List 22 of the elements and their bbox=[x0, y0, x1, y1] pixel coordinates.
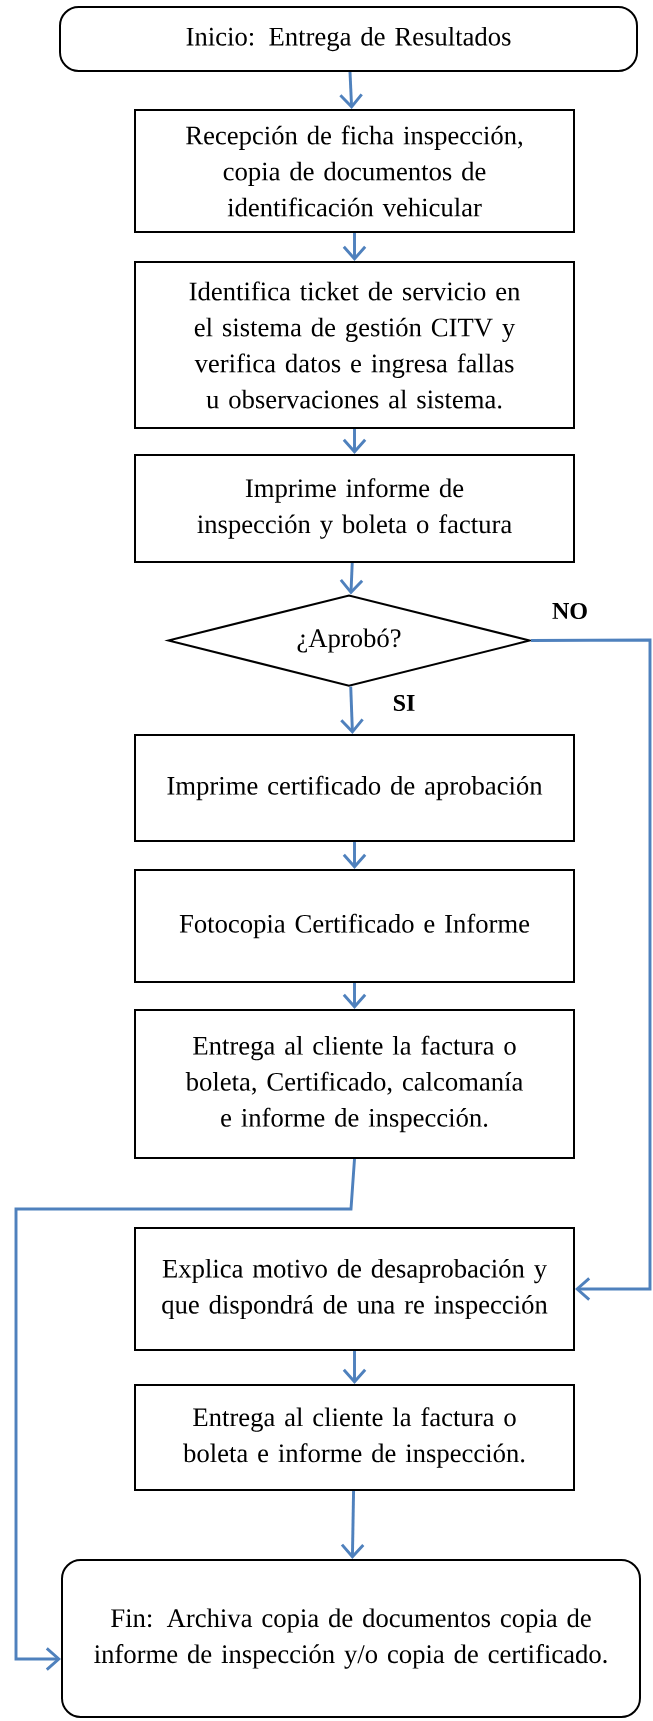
process-box: Identifica ticket de servicio en el sistema de gestión CITV y verifica datos e ingresa fallas u observaciones al sistema. bbox=[134, 261, 575, 429]
edge-label: NO bbox=[550, 601, 590, 621]
arrow bbox=[342, 1351, 367, 1384]
edge-label: SI bbox=[391, 693, 417, 713]
process-box: Recepción de ficha inspección, copia de documentos de identificación vehicular bbox=[134, 109, 575, 233]
terminal-box: Fin: Archiva copia de documentos copia de informe de inspección y/o copia de certificado. bbox=[61, 1559, 641, 1718]
arrow bbox=[531, 638, 652, 1301]
arrow bbox=[342, 233, 367, 261]
process-box: Imprime informe de inspección y boleta o factura bbox=[134, 454, 575, 563]
process-box: Explica motivo de desaprobación y que dispondrá de una re inspección bbox=[134, 1227, 575, 1351]
arrow bbox=[339, 71, 363, 110]
arrow bbox=[342, 842, 367, 869]
arrow bbox=[340, 1490, 365, 1559]
arrow bbox=[14, 1158, 356, 1671]
process-box: Imprime certificado de aprobación bbox=[134, 734, 575, 842]
process-box: Entrega al cliente la factura o boleta e informe de inspección. bbox=[134, 1384, 575, 1491]
process-box: Fotocopia Certificado e Informe bbox=[134, 869, 575, 983]
arrow bbox=[342, 983, 367, 1009]
arrow bbox=[339, 562, 364, 595]
terminal-box: Inicio: Entrega de Resultados bbox=[59, 6, 638, 72]
process-box: Entrega al cliente la factura o boleta, Certificado, calcomanía e informe de inspección. bbox=[134, 1009, 575, 1159]
arrow bbox=[340, 686, 364, 734]
